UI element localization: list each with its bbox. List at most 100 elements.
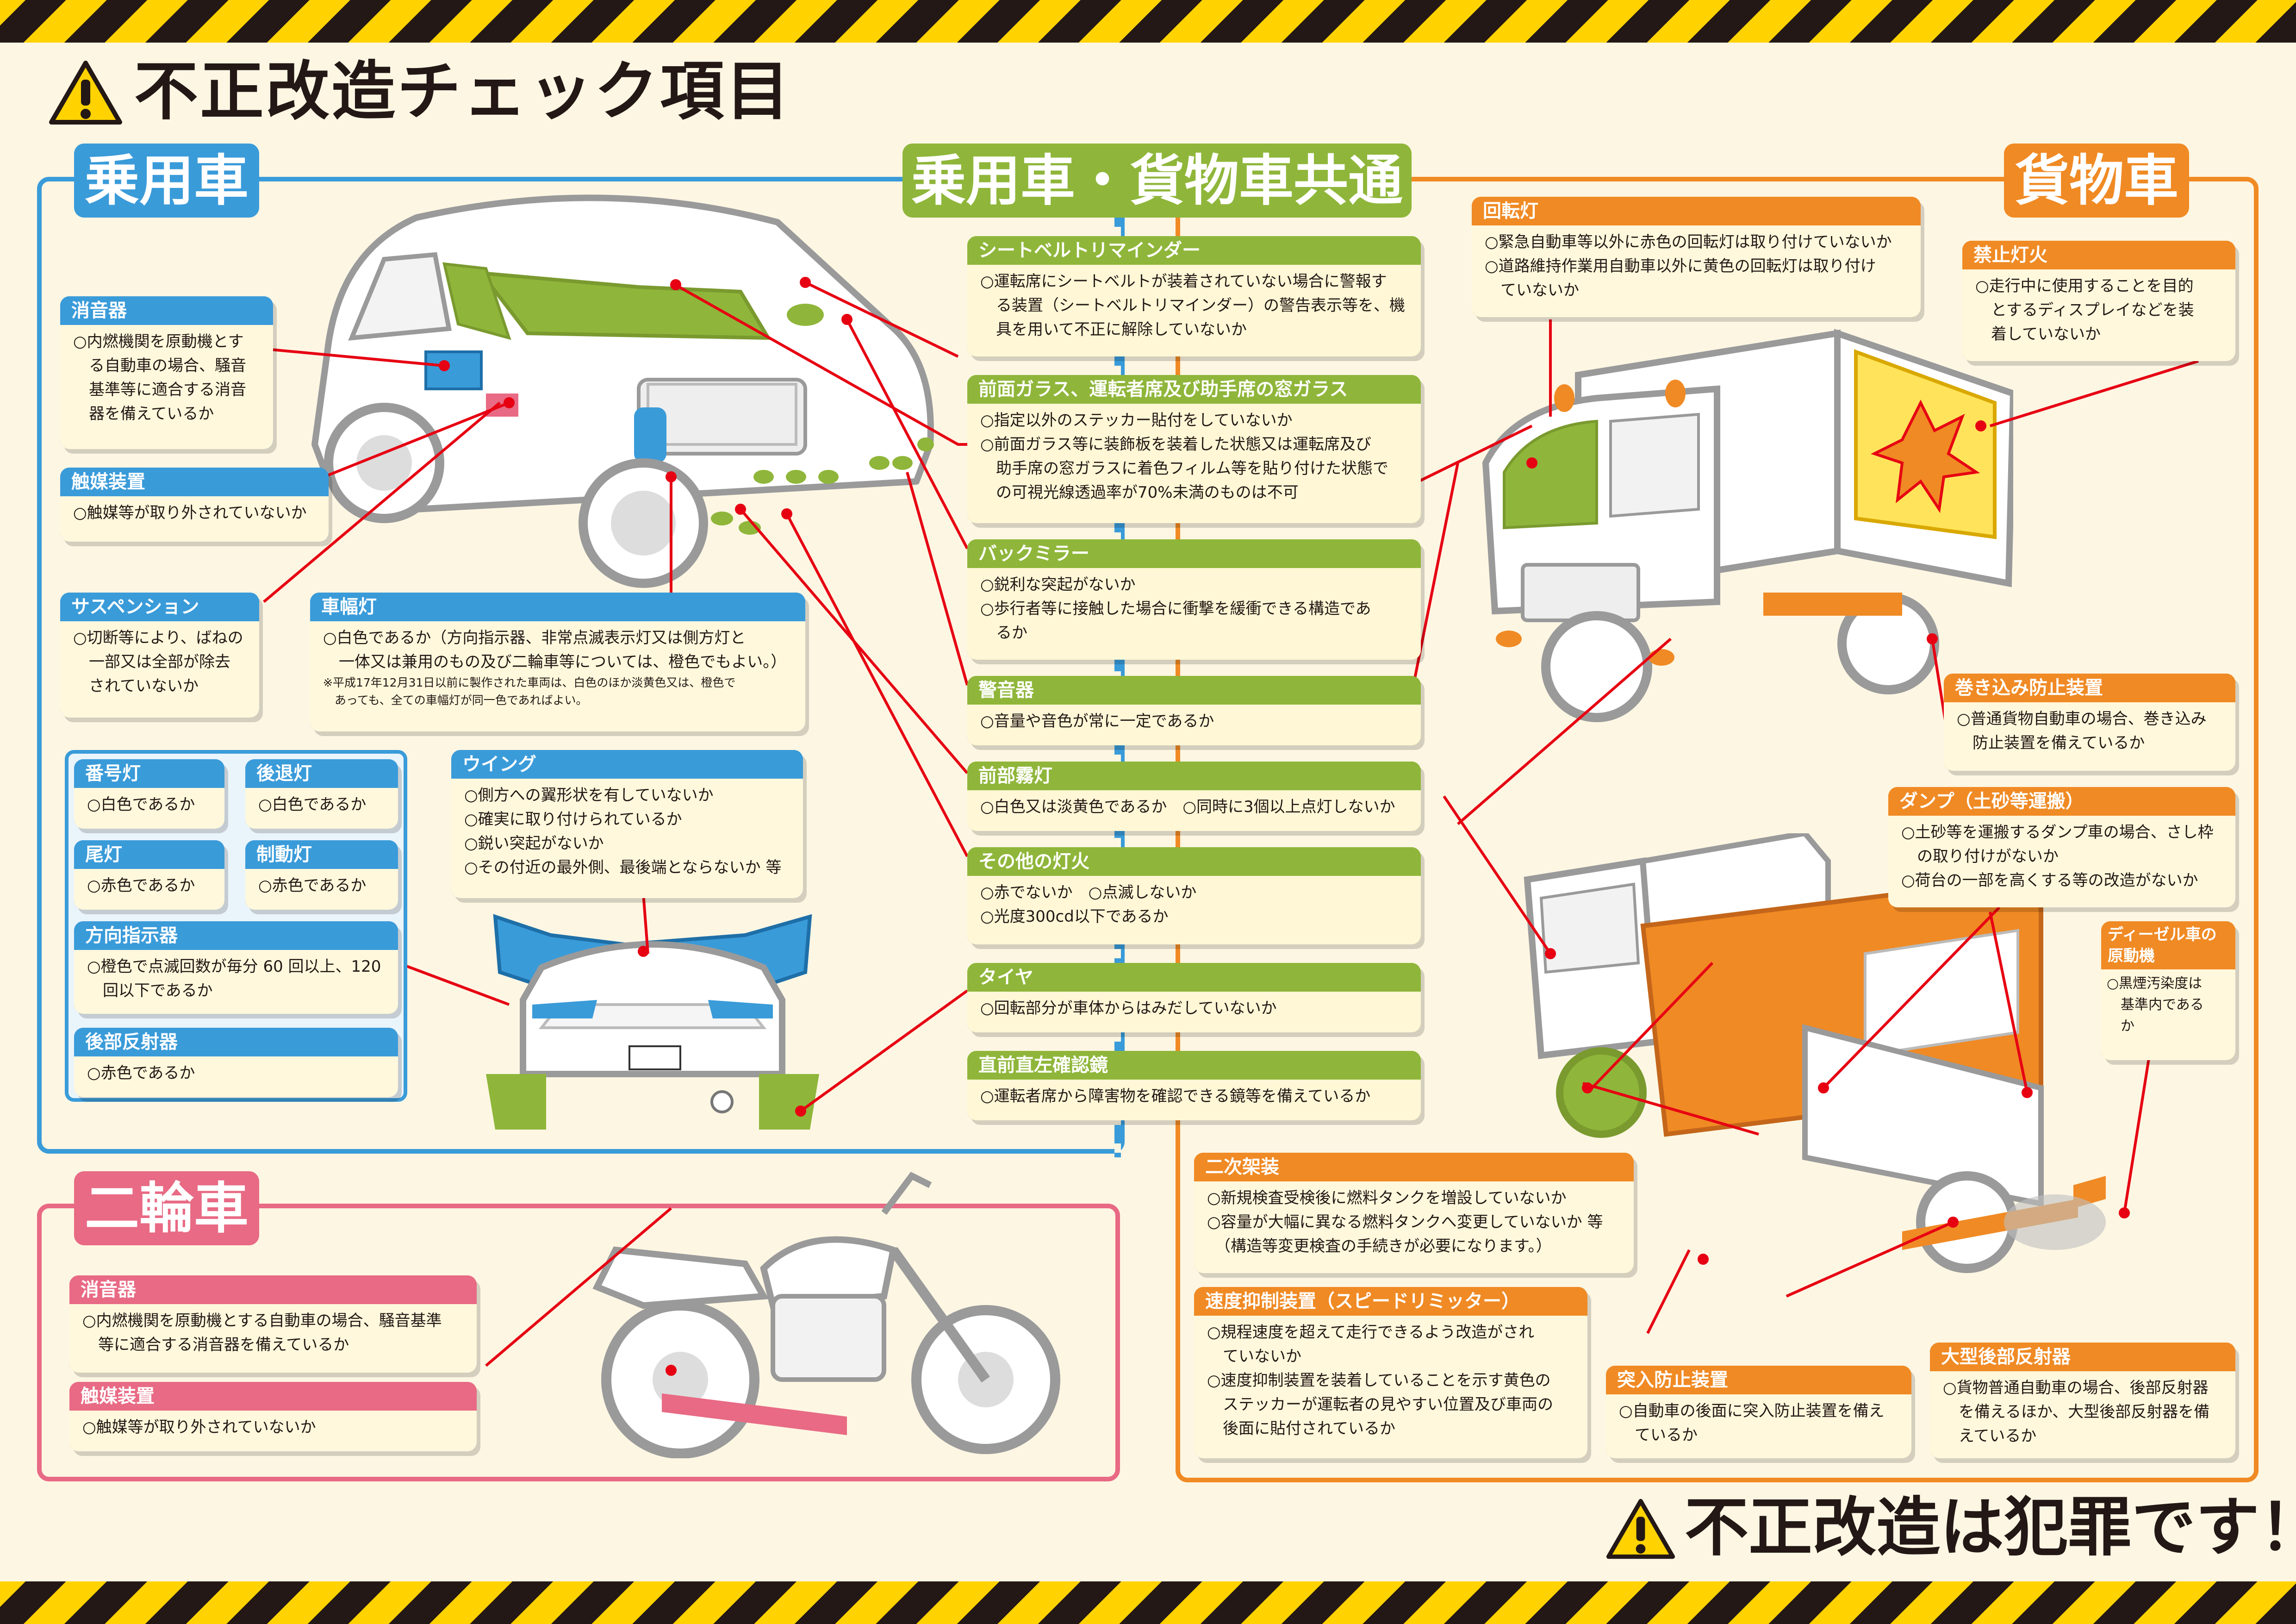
box-diesel-engine: ディーゼル車の原動機 ○黒煙汚染度は 基準内である か xyxy=(2101,921,2235,1060)
box-reverse-lamp: 後退灯 ○白色であるか xyxy=(245,759,398,829)
box-line: ○白色又は淡黄色であるか ○同時に3個以上点灯しないか xyxy=(980,798,1395,816)
box-suspension: サスペンション ○切断等により、ばねの 一部又は全部が除去 されていないか xyxy=(60,593,259,718)
box-line: ○歩行者等に接触した場合に衝撃を緩衝できる構造であ xyxy=(980,600,1371,618)
box-title: タイヤ xyxy=(967,963,1421,992)
box-rear-reflector: 後部反射器 ○赤色であるか xyxy=(74,1028,398,1097)
box-wing: ウイング ○側方への翼形状を有していないか ○確実に取り付けられているか ○鋭い… xyxy=(451,750,803,898)
box-line: ○鋭利な突起がないか xyxy=(980,575,1136,594)
box-line: ○普通貨物自動車の場合、巻き込み xyxy=(1957,710,2207,728)
passenger-frame xyxy=(37,177,1125,1154)
box-line: 後面に貼付されているか xyxy=(1207,1419,1395,1438)
box-window-glass: 前面ガラス、運転者席及び助手席の窓ガラス ○指定以外のステッカー貼付をしていない… xyxy=(967,375,1421,523)
section-label-common: 乗用車・貨物車共通 xyxy=(902,144,1412,218)
box-rear-underrun: 突入防止装置 ○自動車の後面に突入防止装置を備え ているか xyxy=(1606,1366,1911,1458)
box-line: ○橙色で点滅回数が毎分 60 回以上、120 xyxy=(87,957,381,976)
box-line: （構造等変更検査の手続きが必要になります。） xyxy=(1207,1237,1552,1255)
bottom-message: 不正改造は犯罪です！ xyxy=(1685,1490,2296,1565)
box-title: 後退灯 xyxy=(245,759,398,788)
box-secondary-equipment: 二次架装 ○新規検査受検後に燃料タンクを増設していないか ○容量が大幅に異なる燃… xyxy=(1194,1153,1634,1273)
box-line: ○赤でないか ○点滅しないか xyxy=(980,883,1197,902)
box-line: ○内燃機関を原動機とする自動車の場合、騒音基準 xyxy=(82,1312,442,1330)
warning-icon xyxy=(49,61,122,125)
box-line: るか xyxy=(980,624,1027,642)
box-title: ダンプ（土砂等運搬） xyxy=(1888,787,2235,816)
box-line: ○光度300cd以下であるか xyxy=(980,907,1169,926)
section-label-passenger: 乗用車 xyxy=(74,144,259,218)
box-line: ○内燃機関を原動機とす xyxy=(73,332,244,351)
box-rotating-lamp: 回転灯 ○緊急自動車等以外に赤色の回転灯は取り付けていないか ○道路維持作業用自… xyxy=(1472,197,1921,317)
box-title: 大型後部反射器 xyxy=(1930,1343,2235,1371)
box-side-guard: 巻き込み防止装置 ○普通貨物自動車の場合、巻き込み 防止装置を備えているか xyxy=(1944,674,2235,771)
box-prohibited-lights: 禁止灯火 ○走行中に使用することを目的 とするディスプレイなどを装 着していない… xyxy=(1962,241,2235,361)
box-line: の可視光線透過率が70%未満のものは不可 xyxy=(980,483,1299,502)
box-line: ○鋭い突起がないか xyxy=(464,834,604,853)
box-line: ているか xyxy=(1619,1426,1698,1444)
box-line: ○容量が大幅に異なる燃料タンクへ変更していないか 等 xyxy=(1207,1213,1603,1231)
box-line: ○側方への翼形状を有していないか xyxy=(464,786,714,805)
box-line: ○規程速度を超えて走行できるよう改造がされ xyxy=(1207,1323,1535,1342)
box-line: ○赤色であるか xyxy=(87,1064,195,1082)
box-line: ○新規検査受検後に燃料タンクを増設していないか xyxy=(1207,1189,1567,1207)
box-line: る自動車の場合、騒音 xyxy=(73,356,246,375)
box-line: か xyxy=(2107,1018,2134,1034)
box-title: 触媒装置 xyxy=(69,1382,477,1411)
box-moto-catalyst: 触媒装置 ○触媒等が取り外されていないか xyxy=(69,1382,477,1451)
box-title: 巻き込み防止装置 xyxy=(1944,674,2235,702)
dump-truck-icon xyxy=(1524,833,2106,1273)
box-line: ていないか xyxy=(1485,281,1579,300)
box-line: ○赤色であるか xyxy=(258,876,367,895)
box-seatbelt-reminder: シートベルトリマインダー ○運転席にシートベルトが装着されていない場合に警報す … xyxy=(967,236,1421,356)
caution-stripe-bottom xyxy=(0,1581,2296,1624)
car-rear-icon xyxy=(486,914,819,1130)
motorcycle-icon xyxy=(592,1172,1060,1458)
box-line: ○赤色であるか xyxy=(87,876,195,895)
box-title: 禁止灯火 xyxy=(1962,241,2235,269)
box-title: サスペンション xyxy=(60,593,259,621)
box-title: 突入防止装置 xyxy=(1606,1366,1911,1394)
box-line: ○確実に取り付けられているか xyxy=(464,810,682,829)
warning-icon xyxy=(1606,1499,1675,1559)
box-speed-limiter: 速度抑制装置（スピードリミッター） ○規程速度を超えて走行できるよう改造がされ … xyxy=(1194,1287,1587,1458)
box-tail-lamp: 尾灯 ○赤色であるか xyxy=(74,840,224,910)
section-label-truck: 貨物車 xyxy=(2004,144,2189,218)
section-label-motorcycle: 二輪車 xyxy=(74,1171,259,1245)
box-line: ○切断等により、ばねの xyxy=(73,629,243,647)
box-line: ○貨物普通自動車の場合、後部反射器 xyxy=(1943,1379,2209,1397)
box-title: 尾灯 xyxy=(74,840,224,869)
box-title: 警音器 xyxy=(967,676,1421,705)
box-back-mirror: バックミラー ○鋭利な突起がないか ○歩行者等に接触した場合に衝撃を緩衝できる構… xyxy=(967,539,1421,660)
box-line: 等に適合する消音器を備えているか xyxy=(82,1336,349,1354)
box-title: 車幅灯 xyxy=(310,593,805,621)
box-fog-lamp: 前部霧灯 ○白色又は淡黄色であるか ○同時に3個以上点灯しないか xyxy=(967,762,1421,831)
box-title: バックミラー xyxy=(967,539,1421,568)
box-title: 前面ガラス、運転者席及び助手席の窓ガラス xyxy=(967,375,1421,404)
box-note: あっても、全ての車幅灯が同一色であればよい。 xyxy=(323,693,588,707)
box-line: ていないか xyxy=(1207,1347,1301,1366)
box-line: ○緊急自動車等以外に赤色の回転灯は取り付けていないか xyxy=(1485,233,1892,251)
box-title: シートベルトリマインダー xyxy=(967,236,1421,265)
box-line: ○運転者席から障害物を確認できる鏡等を備えているか xyxy=(980,1087,1371,1106)
box-dump: ダンプ（土砂等運搬） ○土砂等を運搬するダンプ車の場合、さし枠 の取り付けがない… xyxy=(1888,787,2235,907)
box-title: 直前直左確認鏡 xyxy=(967,1051,1421,1080)
box-tire: タイヤ ○回転部分が車体からはみだしていないか xyxy=(967,963,1421,1032)
box-line: 防止装置を備えているか xyxy=(1957,734,2145,752)
box-horn: 警音器 ○音量や音色が常に一定であるか xyxy=(967,676,1421,745)
box-title: 速度抑制装置（スピードリミッター） xyxy=(1194,1287,1587,1316)
box-title: 消音器 xyxy=(69,1275,477,1304)
box-line: 器を備えているか xyxy=(73,405,214,423)
box-license-lamp: 番号灯 ○白色であるか xyxy=(74,759,224,829)
box-line: ○その付近の最外側、最後端とならないか 等 xyxy=(464,858,782,877)
box-line: ○速度抑制装置を装着していることを示す黄色の xyxy=(1207,1371,1551,1390)
box-line: とするディスプレイなどを装 xyxy=(1975,301,2194,319)
box-muffler: 消音器 ○内燃機関を原動機とす る自動車の場合、騒音 基準等に適合する消音 器を… xyxy=(60,296,273,449)
box-width-lamp: 車幅灯 ○白色であるか（方向指示器、非常点滅表示灯又は側方灯と 一体又は兼用のも… xyxy=(310,593,805,731)
motorcycle-frame xyxy=(37,1204,1120,1481)
box-line: ○土砂等を運搬するダンプ車の場合、さし枠 xyxy=(1901,823,2214,842)
box-line: されていないか xyxy=(73,677,199,695)
box-large-rear-reflector: 大型後部反射器 ○貨物普通自動車の場合、後部反射器 を備えるほか、大型後部反射器… xyxy=(1930,1343,2235,1458)
box-line: ○触媒等が取り外されていないか xyxy=(82,1418,316,1437)
box-line: ○前面ガラス等に装飾板を装着した状態又は運転席及び xyxy=(980,435,1371,454)
box-title: ウイング xyxy=(451,750,803,779)
box-line: ○触媒等が取り外されていないか xyxy=(73,504,307,522)
box-title: 前部霧灯 xyxy=(967,762,1421,790)
